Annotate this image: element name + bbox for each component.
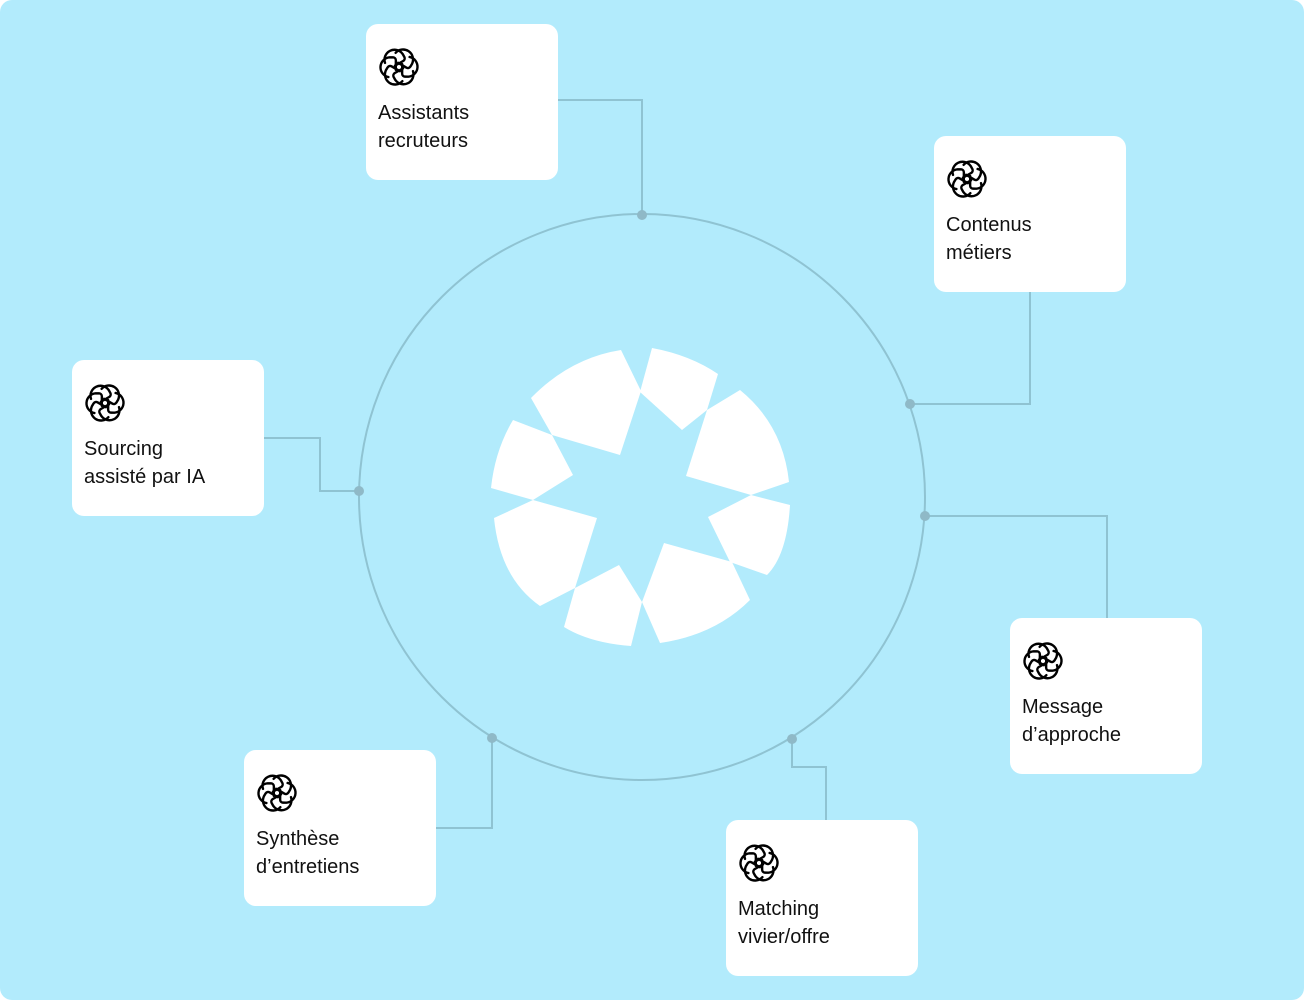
card-sourcing: Sourcing assisté par IA [72, 360, 264, 516]
connector-assistants [558, 99, 643, 215]
flower-logo-icon [491, 348, 790, 646]
card-message-approche: Message d’approche [1010, 618, 1202, 774]
card-label: Matching vivier/offre [738, 898, 830, 948]
card-label: Assistants recruteurs [378, 102, 470, 152]
openai-icon [378, 46, 420, 88]
connector-dot [637, 210, 647, 220]
openai-icon [738, 842, 780, 884]
connector-dot [487, 733, 497, 743]
card-label: Synthèse d’entretiens [256, 828, 360, 878]
openai-icon [946, 158, 988, 200]
card-matching: Matching vivier/offre [726, 820, 918, 976]
card-label: Message d’approche [1022, 696, 1121, 746]
connector-sourcing [264, 437, 359, 492]
card-contenus-metiers: Contenus métiers [934, 136, 1126, 292]
card-label: Contenus métiers [946, 214, 1032, 264]
connector-synthese [436, 738, 493, 829]
connector-dot [920, 511, 930, 521]
openai-icon [1022, 640, 1064, 682]
openai-icon [256, 772, 298, 814]
connector-dot [905, 399, 915, 409]
card-synthese-entretiens: Synthèse d’entretiens [244, 750, 436, 906]
connector-contenus [910, 292, 1031, 405]
connector-dot [787, 734, 797, 744]
connector-dot [354, 486, 364, 496]
hub-circle [358, 213, 926, 781]
card-label: Sourcing assisté par IA [84, 438, 206, 488]
openai-icon [84, 382, 126, 424]
connector-message [925, 515, 1108, 618]
connector-matching [791, 739, 827, 820]
card-assistants-recruteurs: Assistants recruteurs [366, 24, 558, 180]
